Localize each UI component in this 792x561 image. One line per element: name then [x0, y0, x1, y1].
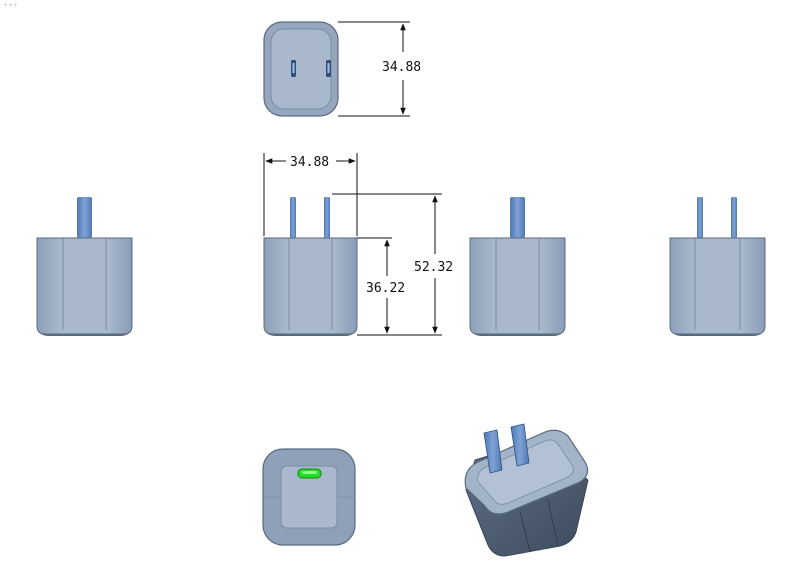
front-view-prong-right: [324, 197, 330, 238]
back-view-prong-left: [697, 197, 703, 238]
top-view-inner: [270, 28, 332, 110]
right-side-view-body: [469, 237, 566, 335]
dimension-label-front-view-width: 34.88: [290, 155, 329, 170]
isometric-view-prong-right: [510, 423, 530, 467]
dimension-body-height: 36.22: [357, 237, 405, 334]
dimension-top-view-height: 34.88: [338, 21, 421, 117]
right-side-view: [469, 197, 566, 336]
isometric-view-prong-left: [483, 429, 503, 474]
left-side-view-body: [36, 237, 133, 335]
front-view-prong-left: [290, 197, 296, 238]
front-view-body: [263, 237, 358, 335]
top-view: [263, 21, 339, 117]
front-view: [263, 197, 358, 336]
bottom-view: [262, 448, 356, 546]
corner-mark: +++: [3, 2, 19, 9]
right-side-view-prong: [510, 197, 525, 238]
isometric-view: [464, 423, 589, 557]
back-view-body: [669, 237, 766, 335]
dimension-label-overall-height: 52.32: [414, 260, 453, 275]
back-view: [669, 197, 766, 336]
left-side-view-prong: [77, 197, 92, 238]
left-side-view: [36, 197, 133, 336]
back-view-prong-right: [731, 197, 737, 238]
dimension-label-body-height: 36.22: [366, 281, 405, 296]
dimension-overall-height: 52.32: [332, 193, 453, 336]
dimension-label-top-view-height: 34.88: [382, 60, 421, 75]
